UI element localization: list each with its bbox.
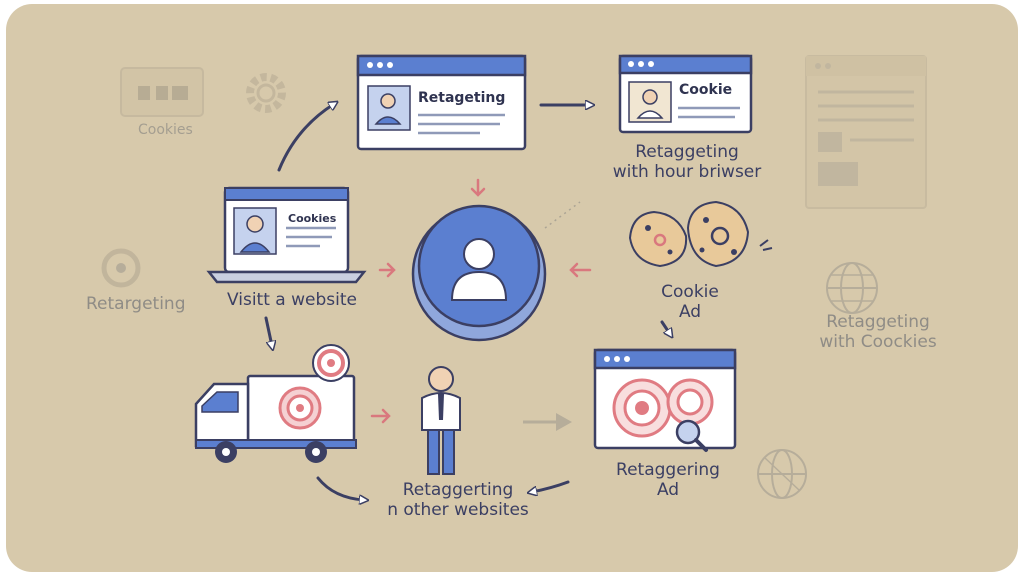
laptop-cookies-title: Cookies [288,212,337,225]
caption-retargeting-ad: Retaggering Ad [616,460,720,500]
browser-window-icon [356,54,527,151]
small-arrow-icons [370,178,592,424]
faded-cookie-widget-icon [120,67,204,117]
person-icon [421,366,461,475]
caption-browser: Retaggeting with hour briwser [612,142,762,182]
globe-icon-bottom [757,449,807,499]
ad-browser-window-icon [593,348,737,450]
faded-browser-window-icon [805,55,927,209]
faded-caption-cookies: Cookies [138,122,193,138]
magnifier-icon [675,419,708,452]
caption-cookie-ad: Cookie Ad [661,282,719,322]
dotted-connector [544,201,581,229]
target-badge-icon [312,344,350,382]
faded-caption-left: Retargeting [86,294,186,314]
user-profile-icon [411,204,547,342]
browser-window-icon-cookie [618,54,753,134]
caption-other-websites: Retaggerting n other websites [387,480,529,520]
laptop-icon [206,186,367,284]
faded-arrow-icon [523,413,572,431]
browser-top-title: Retageting [418,90,506,106]
faded-ring-icon [101,248,141,288]
caption-visit-website: Visitt a website [227,290,357,310]
browser-cookie-title: Cookie [679,82,733,98]
globe-icon [826,262,878,314]
arrow-icon [264,104,670,500]
faded-caption-right: Retaggeting with Coockies [819,312,937,352]
cookie-icon [628,200,773,268]
gear-icon [246,73,286,113]
delivery-truck-icon [194,374,357,463]
target-icon [278,386,322,430]
